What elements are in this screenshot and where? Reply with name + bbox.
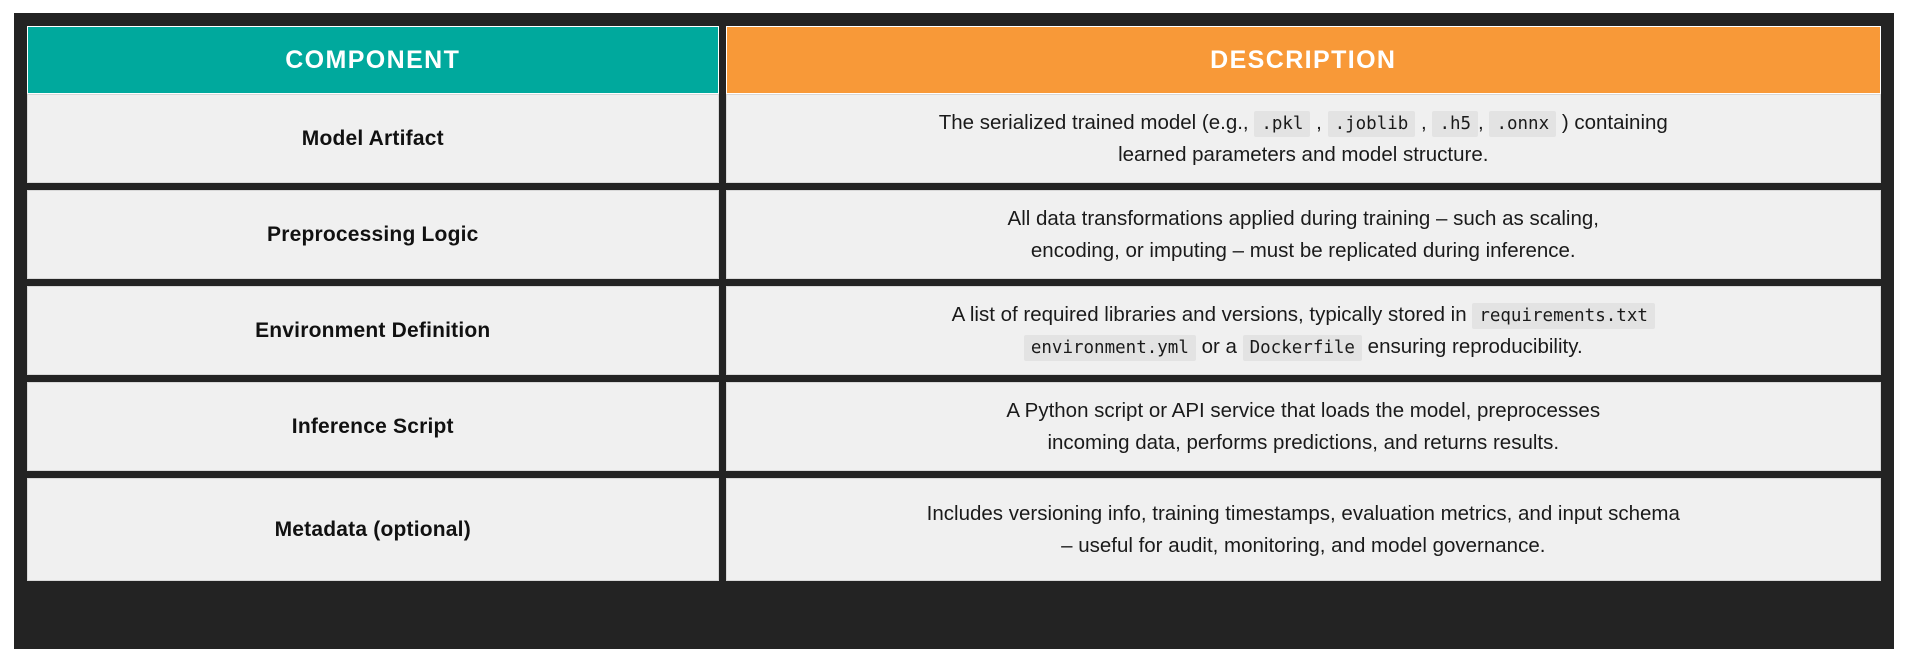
table-row: Environment Definition A list of required…	[27, 286, 1881, 375]
column-header-description: DESCRIPTION	[725, 26, 1881, 94]
component-name: Model Artifact	[301, 126, 444, 150]
description-segment: – useful for audit, monitoring, and mode…	[1061, 533, 1546, 557]
description-segment: incoming data, performs predictions, and…	[1047, 430, 1560, 454]
code-chip: .joblib	[1327, 110, 1416, 137]
description-segment: The serialized trained model (e.g.,	[938, 110, 1255, 134]
component-name: Inference Script	[291, 414, 454, 438]
description-segment: learned parameters and model structure.	[1118, 142, 1489, 166]
code-chip: .pkl	[1254, 110, 1311, 137]
description-line: Includes versioning info, training times…	[927, 498, 1680, 530]
component-cell: Metadata (optional)	[27, 478, 719, 581]
description-segment: All data transformations applied during …	[1007, 206, 1599, 230]
description-text: All data transformations applied during …	[982, 197, 1625, 273]
description-line: encoding, or imputing – must be replicat…	[1008, 235, 1599, 267]
code-chip: .onnx	[1489, 110, 1557, 137]
code-chip: Dockerfile	[1242, 334, 1362, 361]
description-text: A list of required libraries and version…	[926, 293, 1681, 369]
component-description-table: COMPONENT DESCRIPTION Model Artifact The …	[14, 13, 1894, 649]
table-header-row: COMPONENT DESCRIPTION	[27, 26, 1881, 94]
description-line: The serialized trained model (e.g., .pkl…	[939, 107, 1668, 139]
description-line: A Python script or API service that load…	[1006, 395, 1600, 427]
table-row: Inference Script A Python script or API s…	[27, 382, 1881, 471]
description-line: environment.yml or a Dockerfile ensuring…	[952, 331, 1655, 363]
code-chip: requirements.txt	[1472, 302, 1655, 329]
description-cell: All data transformations applied during …	[725, 190, 1881, 279]
description-line: A list of required libraries and version…	[952, 299, 1655, 331]
description-segment: ,	[1415, 110, 1433, 134]
description-segment: ) containing	[1556, 110, 1668, 134]
description-segment: or a	[1195, 334, 1243, 358]
description-segment: ensuring reproducibility.	[1361, 334, 1583, 358]
description-cell: A list of required libraries and version…	[725, 286, 1881, 375]
description-segment: A list of required libraries and version…	[951, 302, 1473, 326]
table-body: Model Artifact The serialized trained mod…	[27, 94, 1881, 581]
table-row: Model Artifact The serialized trained mod…	[27, 94, 1881, 183]
description-segment: encoding, or imputing – must be replicat…	[1030, 238, 1576, 262]
description-segment: A Python script or API service that load…	[1006, 398, 1601, 422]
component-name: Preprocessing Logic	[267, 222, 479, 246]
description-text: Includes versioning info, training times…	[901, 492, 1706, 568]
component-cell: Preprocessing Logic	[27, 190, 719, 279]
table-row: Metadata (optional) Includes versioning i…	[27, 478, 1881, 581]
description-segment: Includes versioning info, training times…	[926, 501, 1680, 525]
column-header-component-label: COMPONENT	[285, 45, 461, 74]
description-text: A Python script or API service that load…	[980, 389, 1626, 465]
component-cell: Environment Definition	[27, 286, 719, 375]
description-text: The serialized trained model (e.g., .pkl…	[913, 101, 1694, 177]
description-cell: Includes versioning info, training times…	[725, 478, 1881, 581]
component-cell: Model Artifact	[27, 94, 719, 183]
component-cell: Inference Script	[27, 382, 719, 471]
description-line: learned parameters and model structure.	[939, 139, 1668, 171]
table-row: Preprocessing Logic All data transformati…	[27, 190, 1881, 279]
description-line: All data transformations applied during …	[1008, 203, 1599, 235]
description-cell: A Python script or API service that load…	[725, 382, 1881, 471]
column-header-description-label: DESCRIPTION	[1210, 45, 1397, 74]
description-line: – useful for audit, monitoring, and mode…	[927, 530, 1680, 562]
column-header-component: COMPONENT	[27, 26, 719, 94]
description-segment: ,	[1478, 110, 1490, 134]
component-name: Environment Definition	[255, 318, 491, 342]
code-chip: environment.yml	[1023, 334, 1196, 361]
code-chip: .h5	[1432, 110, 1479, 137]
description-cell: The serialized trained model (e.g., .pkl…	[725, 94, 1881, 183]
description-segment: ,	[1310, 110, 1328, 134]
description-line: incoming data, performs predictions, and…	[1006, 427, 1600, 459]
component-name: Metadata (optional)	[274, 517, 471, 541]
